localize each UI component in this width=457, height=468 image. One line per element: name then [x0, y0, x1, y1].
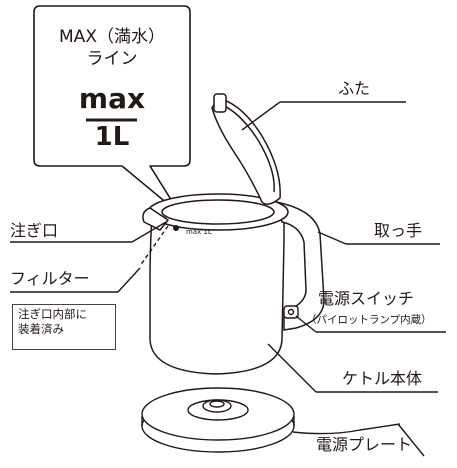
filter-note-line2: 装着済み	[18, 322, 64, 336]
lid-shape	[211, 93, 281, 205]
filter-dashed	[139, 225, 169, 267]
spout-point	[173, 225, 179, 231]
callout-line2: ライン	[86, 49, 138, 69]
filter-note-box: 注ぎ口内部に 装着済み	[12, 304, 116, 350]
filter-label: フィルター	[10, 269, 90, 288]
volume-label: 1L	[94, 122, 130, 152]
kettle-body-shape	[142, 193, 325, 375]
power-plate	[141, 387, 401, 453]
spout-label: 注ぎ口	[10, 221, 59, 240]
max-word: max	[78, 82, 146, 115]
kettle-body-label: ケトル本体	[342, 369, 423, 388]
power-switch-label: 電源スイッチ	[318, 289, 415, 308]
power-switch-note: （パイロットランプ内蔵）	[306, 314, 432, 326]
handle-label: 取っ手	[374, 221, 423, 240]
power-switch-shape	[283, 305, 299, 319]
leader-lines	[10, 101, 446, 457]
callout-line1: MAX（満水）	[59, 27, 165, 47]
power-plate-label: 電源プレート	[316, 435, 413, 454]
inner-max-mark: max 1L	[186, 228, 212, 236]
max-line-callout	[33, 5, 191, 215]
lid-label: ふた	[338, 79, 371, 98]
filter-note-line1: 注ぎ口内部に	[18, 307, 87, 321]
